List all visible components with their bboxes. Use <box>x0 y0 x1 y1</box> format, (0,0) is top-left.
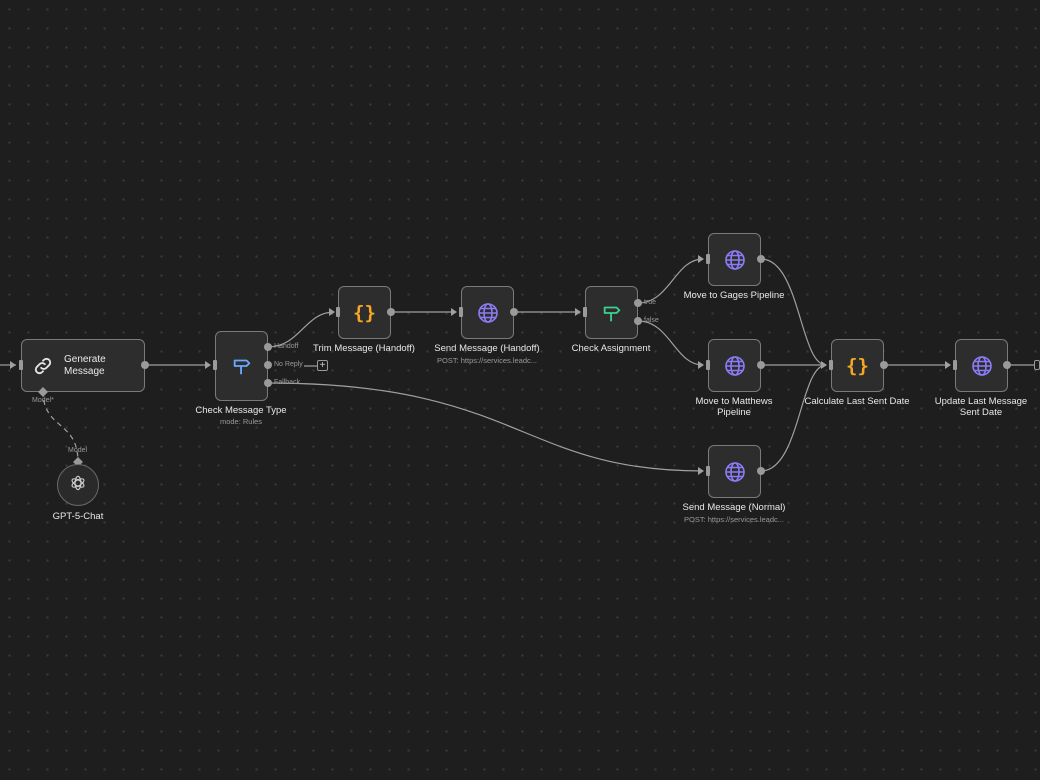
trim-message-output-port[interactable] <box>387 308 395 316</box>
generate-message-title: Generate Message <box>64 353 106 377</box>
update-last-sent-title: Update Last Message Sent Date <box>934 396 1028 418</box>
gpt-model-node[interactable] <box>57 464 99 506</box>
send-handoff-title: Send Message (Handoff) <box>434 343 540 354</box>
gpt-model-port-label: Model <box>68 447 88 454</box>
check-message-type-input-port[interactable] <box>213 360 217 370</box>
arrowhead <box>205 361 211 369</box>
gpt-model-title: GPT-5-Chat <box>52 511 104 522</box>
calc-last-sent-input-port[interactable] <box>829 360 833 370</box>
move-gages-input-port[interactable] <box>706 254 710 264</box>
move-matthews-node[interactable] <box>708 339 761 392</box>
globe-icon <box>723 460 747 484</box>
signpost-icon <box>601 302 623 324</box>
calc-last-sent-node[interactable]: {} <box>831 339 884 392</box>
arrowhead <box>945 361 951 369</box>
next-node-edge[interactable] <box>1034 360 1040 370</box>
send-handoff-input-port[interactable] <box>459 307 463 317</box>
openai-icon <box>68 473 88 498</box>
trim-message-node[interactable]: {} <box>338 286 391 339</box>
arrowhead <box>821 361 827 369</box>
fallback-output-label: Fallback <box>274 379 301 386</box>
send-normal-node[interactable] <box>708 445 761 498</box>
generate-message-model-label: Model* <box>32 397 54 404</box>
generate-message-input-port[interactable] <box>19 360 23 370</box>
link-icon <box>32 355 54 377</box>
move-gages-node[interactable] <box>708 233 761 286</box>
update-last-sent-input-port[interactable] <box>953 360 957 370</box>
arrowhead <box>698 255 704 263</box>
code-braces-icon: {} <box>846 354 869 377</box>
handoff-output-port[interactable] <box>264 343 272 351</box>
globe-icon <box>723 354 747 378</box>
globe-icon <box>476 301 500 325</box>
send-handoff-output-port[interactable] <box>510 308 518 316</box>
check-message-type-node[interactable] <box>215 331 268 401</box>
arrowhead <box>10 361 16 369</box>
true-output-port[interactable] <box>634 299 642 307</box>
arrowhead <box>329 308 335 316</box>
send-normal-input-port[interactable] <box>706 466 710 476</box>
globe-icon <box>970 354 994 378</box>
move-matthews-input-port[interactable] <box>706 360 710 370</box>
send-normal-title: Send Message (Normal) <box>682 502 786 513</box>
no-reply-stub <box>304 365 318 367</box>
signpost-icon <box>231 355 253 377</box>
arrowhead <box>575 308 581 316</box>
check-assignment-title: Check Assignment <box>571 343 651 354</box>
false-output-port[interactable] <box>634 317 642 325</box>
send-handoff-node[interactable] <box>461 286 514 339</box>
calc-last-sent-output-port[interactable] <box>880 361 888 369</box>
globe-icon <box>723 248 747 272</box>
update-last-sent-node[interactable] <box>955 339 1008 392</box>
send-handoff-subtitle: POST: https://services.leadc... <box>436 356 538 365</box>
false-output-label: false <box>644 317 659 324</box>
connection-handoff-to-trim <box>267 311 335 348</box>
arrowhead <box>451 308 457 316</box>
connection-gages-to-calc <box>760 258 827 366</box>
generate-message-node[interactable]: Generate Message <box>21 339 145 392</box>
handoff-output-label: Handoff <box>274 343 299 350</box>
check-message-type-subtitle: mode: Rules <box>219 417 263 426</box>
no-reply-output-port[interactable] <box>264 361 272 369</box>
move-gages-output-port[interactable] <box>757 255 765 263</box>
true-output-label: true <box>644 299 657 306</box>
connection-normal-to-calc <box>760 364 827 472</box>
move-gages-title: Move to Gages Pipeline <box>683 290 785 301</box>
check-assignment-node[interactable] <box>585 286 638 339</box>
check-message-type-title: Check Message Type <box>195 405 287 416</box>
generate-message-output-port[interactable] <box>141 361 149 369</box>
trim-message-title: Trim Message (Handoff) <box>313 343 415 354</box>
arrowhead <box>698 467 704 475</box>
connection-fallback-to-send-normal <box>267 382 704 472</box>
update-last-sent-output-port[interactable] <box>1003 361 1011 369</box>
trim-message-input-port[interactable] <box>336 307 340 317</box>
send-normal-output-port[interactable] <box>757 467 765 475</box>
code-braces-icon: {} <box>353 301 376 324</box>
check-assignment-input-port[interactable] <box>583 307 587 317</box>
arrowhead <box>698 361 704 369</box>
add-node-plus-button[interactable]: + <box>317 360 328 371</box>
calc-last-sent-title: Calculate Last Sent Date <box>804 396 910 407</box>
move-matthews-title: Move to Matthews Pipeline <box>695 396 773 418</box>
fallback-output-port[interactable] <box>264 379 272 387</box>
send-normal-subtitle: POST: https://services.leadc... <box>683 515 785 524</box>
no-reply-output-label: No Reply <box>274 361 303 368</box>
move-matthews-output-port[interactable] <box>757 361 765 369</box>
